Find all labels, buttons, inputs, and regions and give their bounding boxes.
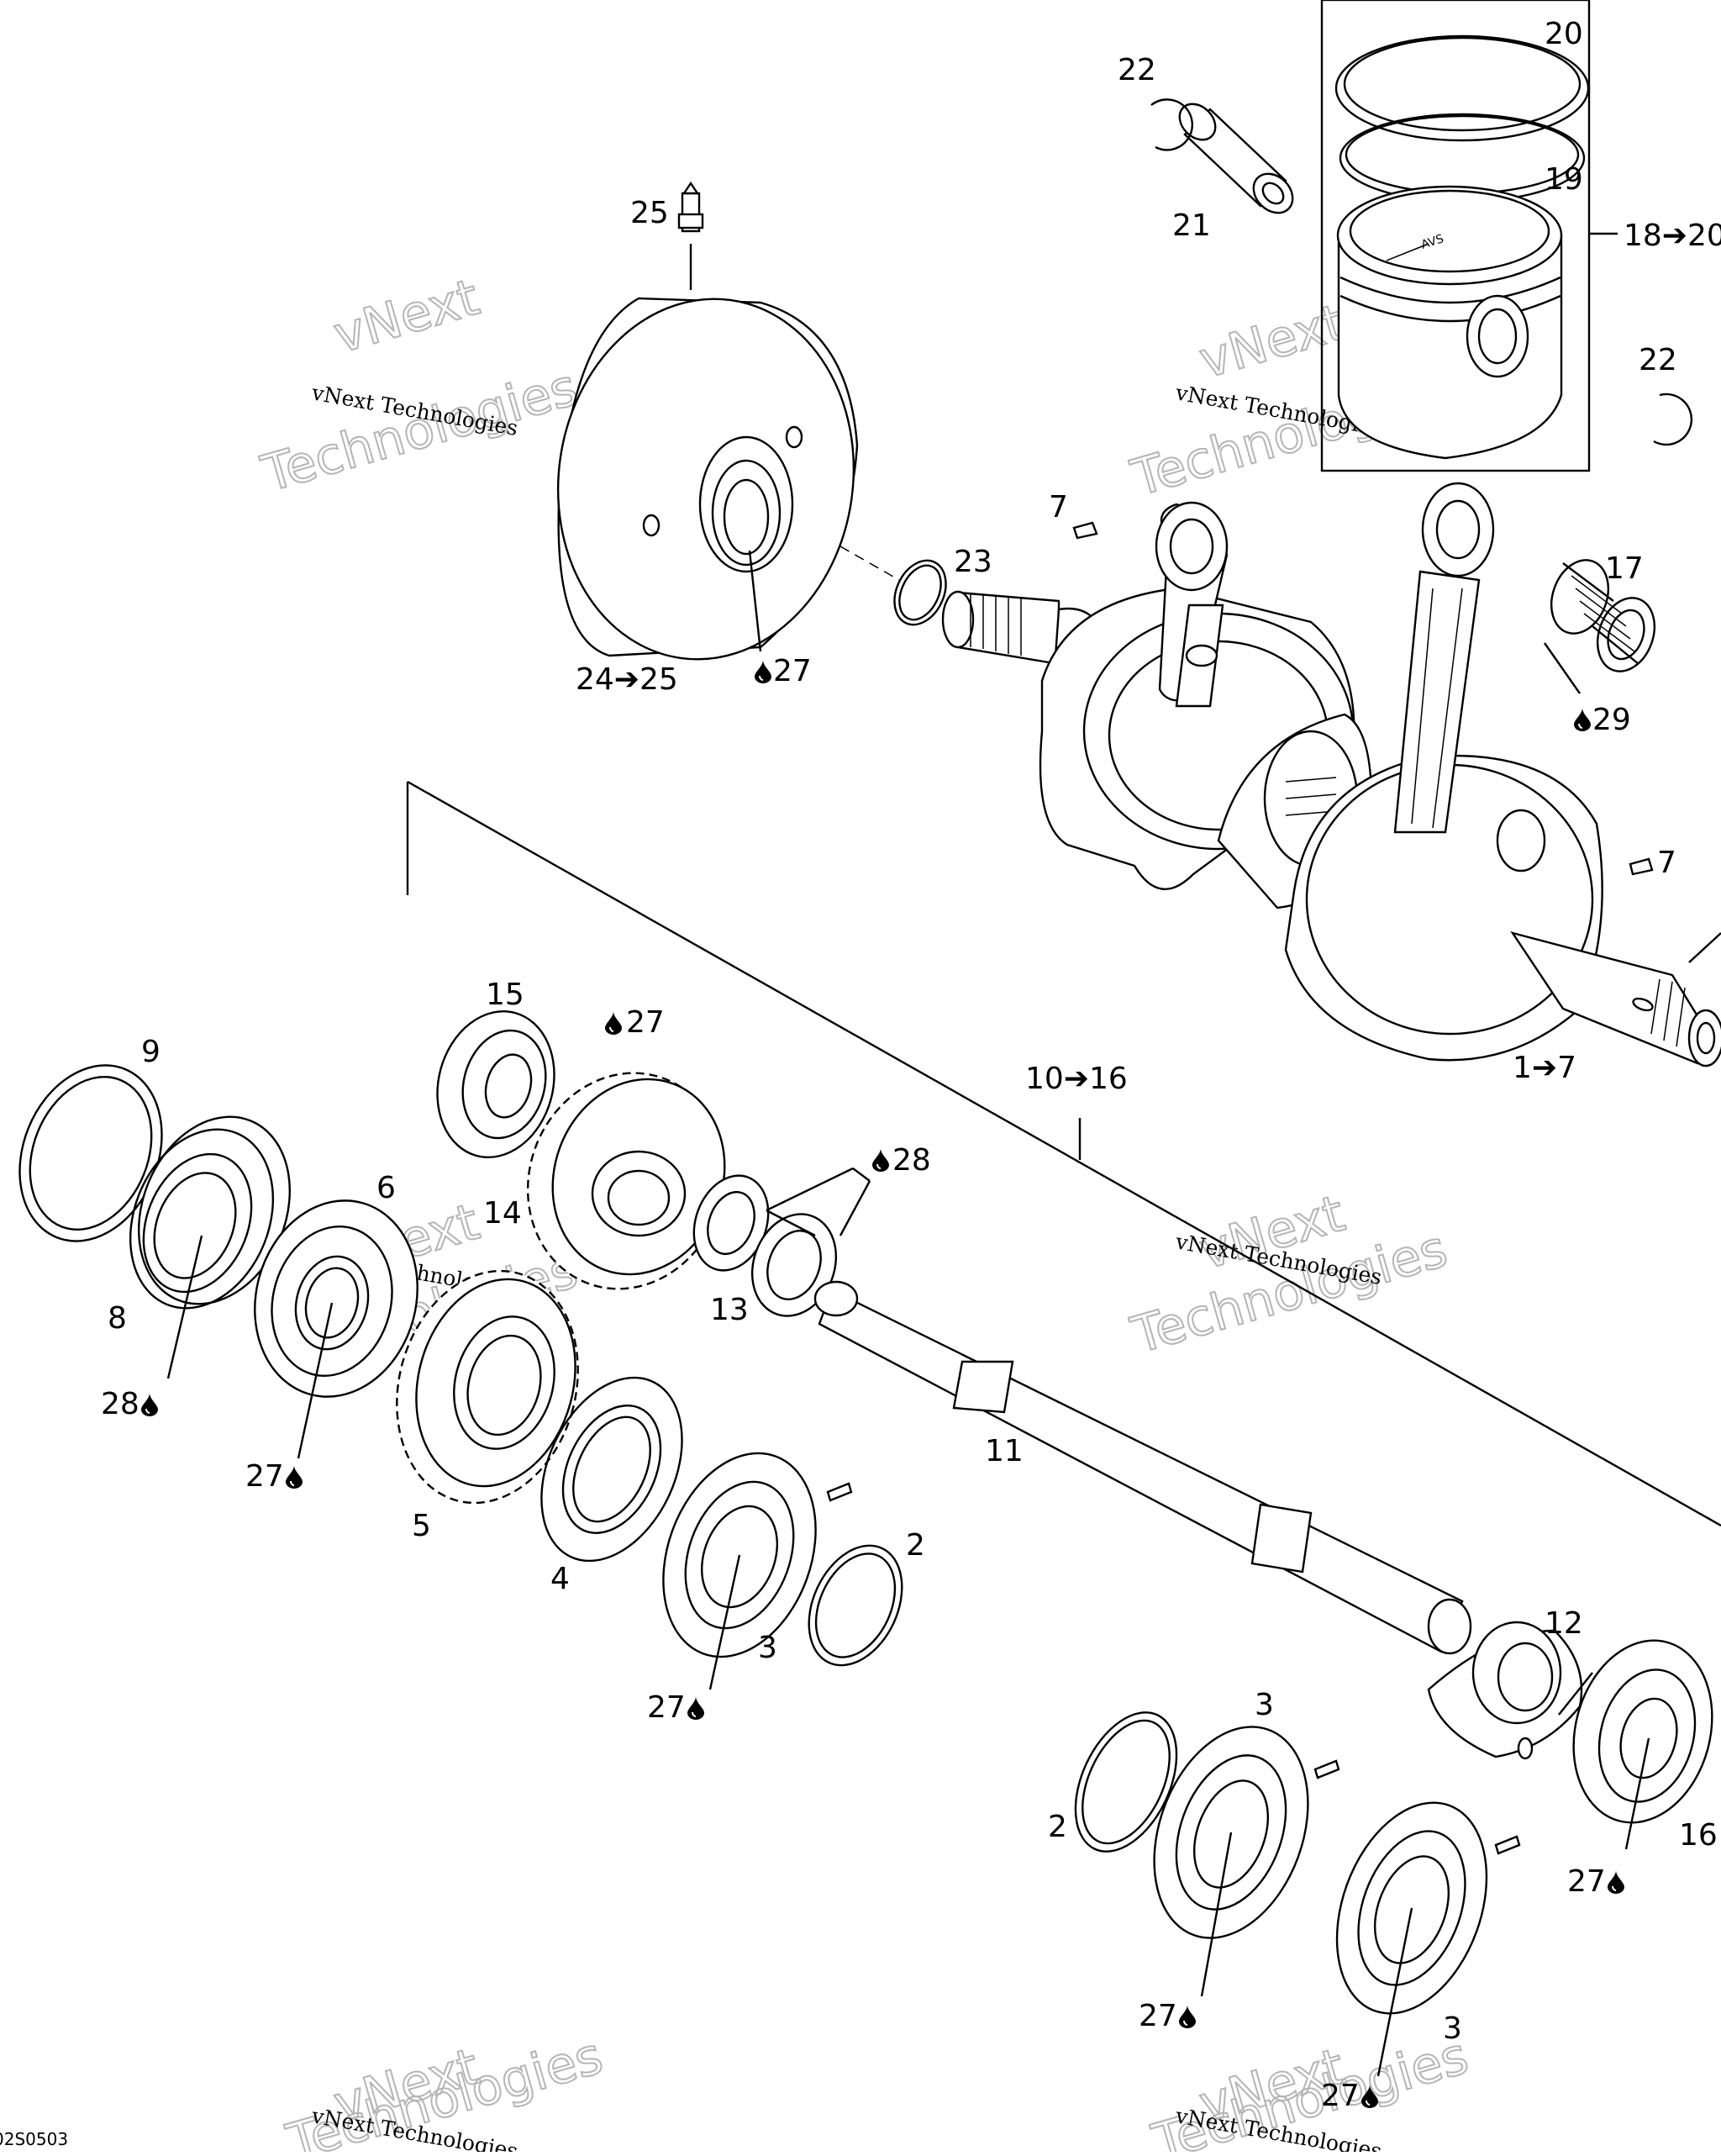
callout-11: 11 bbox=[985, 1434, 1024, 1468]
svg-text:27: 27 bbox=[1321, 2079, 1360, 2113]
oil-callout-27-d: 27 bbox=[647, 1690, 704, 1725]
watermark-5: vNext Technologies vNext Technologies bbox=[280, 2026, 610, 2156]
watermark-6: vNext Technologies vNext Technologies bbox=[1145, 2026, 1476, 2156]
oil-seal-8 bbox=[129, 1115, 292, 1310]
ball-bearing-16 bbox=[1572, 1639, 1713, 1824]
circlip-right bbox=[1653, 393, 1693, 446]
callout-7b: 7 bbox=[1657, 846, 1676, 880]
circlip-2a bbox=[808, 1544, 903, 1667]
watermark-1: vNext Technologies vNext Technologies bbox=[255, 267, 585, 505]
oil-callout-28-b: 28 bbox=[101, 1387, 158, 1421]
svg-text:Technologies: Technologies bbox=[255, 358, 584, 504]
washer-4 bbox=[540, 1376, 683, 1563]
svg-text:vNext: vNext bbox=[1193, 293, 1351, 391]
callout-7a: 7 bbox=[1049, 490, 1068, 525]
callout-4: 4 bbox=[550, 1562, 570, 1596]
callout-8: 8 bbox=[108, 1301, 127, 1336]
svg-text:27: 27 bbox=[647, 1690, 686, 1725]
callout-19: 19 bbox=[1545, 162, 1583, 197]
piston-kit-box bbox=[1320, 0, 1618, 472]
svg-text:29: 29 bbox=[1592, 703, 1631, 737]
callout-1-7: 1➔7 bbox=[1513, 1051, 1576, 1085]
drawing-code: 02S0503 bbox=[0, 2129, 68, 2149]
needle-bearing-17 bbox=[1550, 559, 1655, 672]
woodruff-key-a bbox=[1072, 521, 1098, 540]
callout-3c: 3 bbox=[1443, 2011, 1462, 2046]
drum-part-24 bbox=[556, 244, 900, 661]
ball-bearing-3b bbox=[1153, 1726, 1340, 1939]
circlip-2b bbox=[1074, 1711, 1178, 1853]
callout-14: 14 bbox=[483, 1196, 522, 1231]
oil-callout-27-b: 27 bbox=[605, 1005, 665, 1040]
svg-text:28: 28 bbox=[892, 1143, 931, 1178]
svg-text:28: 28 bbox=[101, 1387, 139, 1421]
oil-callout-27-c: 27 bbox=[245, 1459, 303, 1494]
oil-callout-27-a: 27 bbox=[755, 654, 812, 688]
svg-text:27: 27 bbox=[245, 1459, 284, 1494]
oil-callout-29: 29 bbox=[1574, 703, 1631, 737]
callout-18-20: 18➔20 bbox=[1624, 219, 1721, 253]
oil-callout-28-a: 28 bbox=[872, 1143, 931, 1178]
callout-9: 9 bbox=[141, 1035, 161, 1069]
svg-text:27: 27 bbox=[626, 1005, 665, 1040]
callout-5: 5 bbox=[412, 1509, 431, 1543]
callout-21: 21 bbox=[1172, 208, 1211, 243]
callout-2a: 2 bbox=[906, 1528, 925, 1563]
callout-2b: 2 bbox=[1048, 1810, 1067, 1844]
callout-25: 25 bbox=[630, 196, 669, 230]
callout-17: 17 bbox=[1605, 551, 1644, 586]
svg-text:27: 27 bbox=[1567, 1864, 1606, 1899]
ball-bearing-3c bbox=[1335, 1801, 1521, 2015]
oring-23 bbox=[893, 559, 947, 626]
callout-16: 16 bbox=[1679, 1818, 1718, 1853]
oil-callout-27-e: 27 bbox=[1567, 1864, 1624, 1899]
crankshaft bbox=[941, 482, 1721, 1067]
svg-text:vNext: vNext bbox=[328, 268, 486, 366]
callout-10-16: 10➔16 bbox=[1025, 1062, 1128, 1096]
oil-callout-27-f: 27 bbox=[1139, 1999, 1196, 2033]
leader-lines bbox=[166, 550, 1650, 2077]
callout-15: 15 bbox=[486, 978, 524, 1012]
needle-bearing-13 bbox=[692, 1174, 838, 1317]
grease-fitting bbox=[677, 181, 704, 233]
callout-3b: 3 bbox=[1255, 1688, 1274, 1722]
callout-12: 12 bbox=[1545, 1606, 1583, 1641]
callout-20: 20 bbox=[1545, 17, 1583, 51]
svg-text:27: 27 bbox=[1139, 1999, 1177, 2033]
circlip-upper bbox=[1150, 98, 1194, 151]
ball-bearing-15 bbox=[436, 1009, 555, 1159]
callout-24-25: 24➔25 bbox=[576, 662, 678, 697]
woodruff-key-b bbox=[1629, 857, 1654, 876]
callout-6: 6 bbox=[376, 1171, 396, 1205]
balancer-shaft-11 bbox=[813, 1280, 1472, 1655]
callout-22a: 22 bbox=[1118, 53, 1156, 87]
svg-text:27: 27 bbox=[773, 654, 812, 688]
piston-pin bbox=[1178, 103, 1294, 214]
counterweight-12 bbox=[1427, 1621, 1583, 1760]
callouts: 20 22 19 18➔20 21 25 22 7 23 17 24➔25 27… bbox=[101, 17, 1721, 2113]
oil-callout-27-g: 27 bbox=[1321, 2079, 1378, 2113]
callout-3a: 3 bbox=[758, 1631, 777, 1665]
callout-13: 13 bbox=[710, 1293, 749, 1327]
callout-22b: 22 bbox=[1639, 343, 1677, 377]
piston: AVS bbox=[1336, 185, 1563, 460]
callout-23: 23 bbox=[954, 545, 992, 579]
ball-bearing-6 bbox=[254, 1199, 418, 1398]
watermark-4: vNext Technologies vNext Technologies bbox=[1124, 1183, 1455, 1367]
assembly-bracket-line bbox=[406, 780, 1721, 1527]
gear-5 bbox=[396, 1269, 579, 1505]
